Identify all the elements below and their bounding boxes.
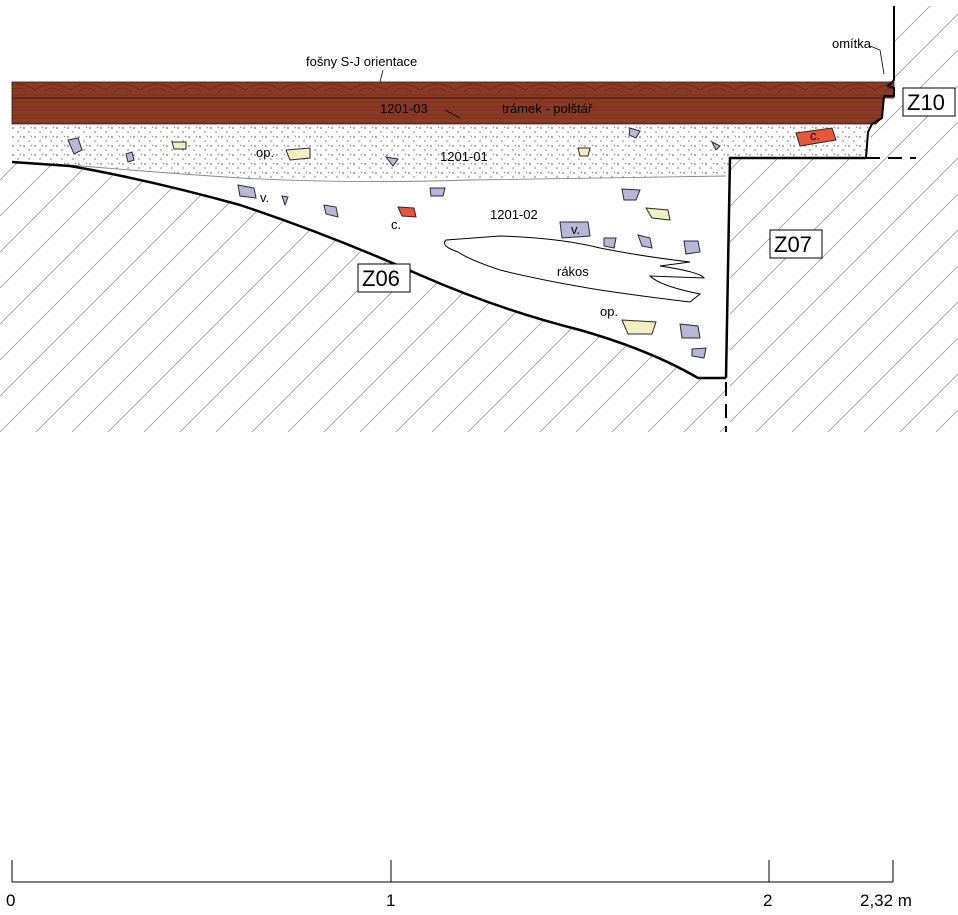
stone bbox=[125, 151, 135, 163]
zone-label-z06: Z06 bbox=[362, 266, 400, 291]
stone bbox=[559, 221, 591, 239]
layer-1201-01-lower-boundary bbox=[69, 164, 727, 183]
label-c-1: c. bbox=[391, 217, 401, 232]
zone-box-z10 bbox=[902, 87, 956, 117]
mortar-piece bbox=[577, 147, 591, 157]
reed-outline bbox=[444, 235, 705, 303]
label-c-2: c. bbox=[810, 128, 820, 143]
label-planks: fošny S-J orientace bbox=[306, 54, 417, 69]
stone bbox=[67, 137, 83, 155]
mortar-piece bbox=[621, 319, 657, 335]
label-plaster: omítka bbox=[832, 36, 872, 51]
mortar-pieces bbox=[171, 141, 671, 335]
mortar-piece bbox=[171, 141, 187, 150]
label-op-2: op. bbox=[600, 304, 618, 319]
z07-ground-hatch bbox=[730, 158, 958, 432]
stone bbox=[628, 127, 641, 139]
z06-ground-hatch bbox=[0, 162, 726, 432]
scale-tick-end: 2,32 m bbox=[860, 891, 912, 910]
scale-bar bbox=[11, 860, 894, 883]
zone-box-z07 bbox=[769, 229, 823, 259]
stone bbox=[281, 195, 289, 207]
label-v-2: v. bbox=[571, 222, 580, 237]
wall-hatch bbox=[868, 6, 958, 158]
brick-pieces bbox=[397, 127, 837, 218]
zone-label-z07: Z07 bbox=[774, 232, 812, 257]
wall-plaster-line bbox=[865, 6, 895, 159]
scale-tick-2: 2 bbox=[763, 891, 772, 910]
stone bbox=[429, 187, 446, 197]
stone bbox=[621, 188, 641, 201]
brick-piece bbox=[795, 127, 837, 147]
stone bbox=[710, 140, 721, 151]
label-beam: trámek - polštář bbox=[502, 101, 593, 116]
scale-tick-0: 0 bbox=[6, 891, 15, 910]
stone bbox=[237, 184, 257, 199]
z07-dashed-line bbox=[725, 157, 916, 432]
stone bbox=[683, 240, 701, 255]
mortar-piece bbox=[285, 147, 311, 161]
stone bbox=[384, 156, 399, 167]
stone bbox=[691, 347, 707, 359]
beam-1201-03 bbox=[11, 97, 885, 125]
layer-1201-01 bbox=[12, 124, 870, 182]
z07-edge-line bbox=[724, 156, 866, 379]
pit-cut-line bbox=[11, 160, 726, 380]
label-1201-01: 1201-01 bbox=[440, 149, 488, 164]
stone bbox=[679, 323, 701, 339]
label-v-1: v. bbox=[260, 190, 269, 205]
zone-box-z06 bbox=[357, 263, 411, 293]
scale-tick-1: 1 bbox=[386, 891, 395, 910]
stones bbox=[67, 127, 721, 359]
stone bbox=[323, 204, 339, 218]
label-reed: rákos bbox=[557, 264, 589, 279]
mortar-piece bbox=[645, 207, 671, 221]
zone-label-z10: Z10 bbox=[907, 90, 945, 115]
label-1201-02: 1201-02 bbox=[490, 207, 538, 222]
layer-1201-02-fill bbox=[12, 158, 730, 378]
label-1201-03: 1201-03 bbox=[380, 101, 428, 116]
stone bbox=[603, 237, 617, 249]
brick-piece bbox=[397, 206, 417, 218]
planks-boards bbox=[11, 81, 895, 99]
stone bbox=[637, 234, 653, 249]
leader-lines bbox=[379, 45, 885, 119]
label-op-1: op. bbox=[256, 145, 274, 160]
